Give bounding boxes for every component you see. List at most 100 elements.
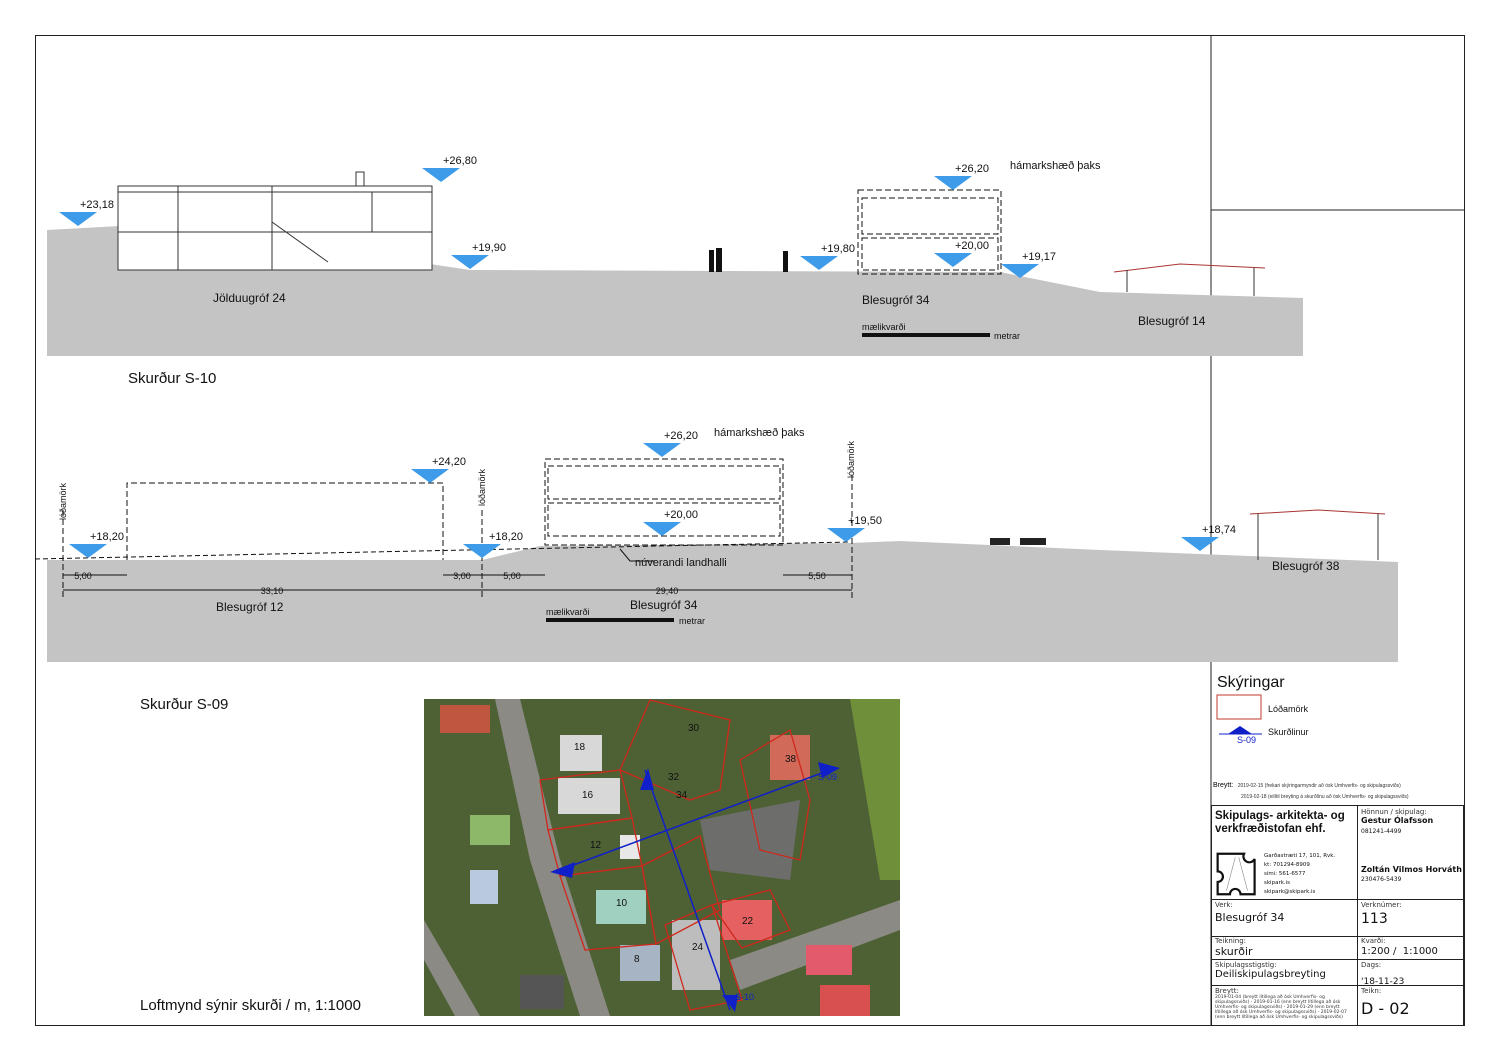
level-marker-icon: [422, 168, 460, 182]
email: skipark@skipark.is: [1264, 889, 1316, 895]
designers-box: Hönnun / skipulag: Gestur Ólafsson 08124…: [1357, 805, 1464, 900]
lot-label: Jölduugróf 24: [213, 291, 286, 305]
level-label: +26,20: [955, 163, 989, 175]
legend-mark: S-09: [1237, 735, 1256, 745]
scale-bar: [546, 618, 674, 622]
level-marker-icon: [800, 256, 838, 270]
designer-id: 230476-5439: [1361, 876, 1402, 883]
legend: Skýringar Lóðamörk S-09 Skurðlinur: [1216, 674, 1309, 745]
roof-height-note: hámarkshæð þaks: [714, 427, 805, 439]
scale-box: Kvarði:1:200 / 1:1000: [1357, 936, 1464, 960]
section-title: Skurður S-10: [128, 370, 216, 387]
house-jolduugrof-24: [117, 171, 433, 271]
dimension-label: 5,00: [74, 571, 92, 581]
section-lines-aerial: [559, 769, 831, 1011]
level-label: +20,00: [664, 509, 698, 521]
section-mark: S-10: [735, 992, 754, 1002]
lot-number: 24: [692, 942, 704, 953]
lot-label: Blesugróf 12: [216, 600, 284, 614]
terrain-leader: [619, 548, 655, 562]
section-s10: +23,18+26,80+19,90+19,80+26,20+20,00+19,…: [47, 155, 1303, 387]
boundary-label: lóðamörk: [58, 482, 68, 520]
kt: kt: 701294-8909: [1264, 862, 1310, 868]
revision: 2019-02-18 (eilítil breyting á skurðlínu…: [1241, 794, 1409, 800]
lot-number: 30: [688, 723, 700, 734]
firm-name: Skipulags- arkitekta- og verkfræðistofan…: [1215, 810, 1345, 835]
dimension-label: 33,10: [261, 586, 284, 596]
phone: sími: 561-6577: [1264, 871, 1306, 877]
lot-number: 12: [590, 840, 602, 851]
dimension-label: 29,40: [656, 586, 679, 596]
level-marker-icon: [411, 469, 449, 483]
drawing-box: Teikning:skurðir: [1211, 936, 1358, 960]
address: Garðastræti 17, 101, Rvk.: [1264, 853, 1336, 859]
section-s09: +18,20+24,20+18,20+26,20+20,00+19,50+18,…: [34, 427, 1398, 713]
level-label: +23,18: [80, 199, 114, 211]
lot-label: Blesugróf 34: [630, 598, 698, 612]
scale-bar-unit: metrar: [679, 616, 705, 626]
level-marker-icon: [1181, 537, 1219, 551]
level-marker-icon: [643, 522, 681, 536]
lot-label: Blesugróf 14: [1138, 314, 1206, 328]
level-marker-icon: [934, 176, 972, 190]
section-arrow-icon: [1228, 726, 1252, 734]
scale-bar: [862, 333, 990, 337]
level-label: +26,80: [443, 155, 477, 167]
scale-bar-unit: metrar: [994, 331, 1020, 341]
sheet-frame: [35, 35, 1465, 1026]
roof-height-note: hámarkshæð þaks: [1010, 160, 1101, 172]
level-label: +19,80: [821, 243, 855, 255]
scale-value: 1:200 / 1:1000: [1361, 946, 1438, 957]
level-label: +19,90: [472, 242, 506, 254]
level-label: +19,50: [848, 515, 882, 527]
ground-s09: [47, 541, 1398, 662]
dimension-label: 5,50: [808, 571, 826, 581]
road: [495, 699, 610, 1016]
project-box: Verk:Blesugróf 34: [1211, 899, 1358, 937]
level-marker-icon: [59, 212, 97, 226]
scale-bar-label: mælikvarði: [862, 322, 906, 332]
boundary-label: lóðamörk: [846, 440, 856, 478]
terrain-note: núverandi landhalli: [635, 557, 727, 569]
level-label: +26,20: [664, 430, 698, 442]
neighbor-roof-s10: [1113, 263, 1266, 296]
project-name: Blesugróf 34: [1215, 911, 1285, 924]
sheet-number: D - 02: [1361, 999, 1410, 1018]
stage-value: Deiliskipulagsbreyting: [1215, 969, 1326, 980]
level-label: +18,74: [1202, 524, 1236, 536]
legend-label: Lóðamörk: [1268, 704, 1309, 714]
level-marker-icon: [451, 255, 489, 269]
drawing-name: skurðir: [1215, 945, 1253, 958]
lot-number: 34: [676, 790, 688, 801]
designer-name: Zoltán Vilmos Horváth: [1361, 865, 1462, 874]
aerial-caption: Loftmynd sýnir skurði / m, 1:1000: [140, 997, 361, 1014]
lot-number: 16: [582, 790, 594, 801]
dimension-lines: [63, 574, 852, 591]
level-marker-icon: [643, 443, 681, 457]
section-arrow-icon: [550, 762, 840, 1012]
website: skipark.is: [1264, 880, 1291, 886]
cars: [990, 538, 1046, 545]
date-value: '18-11-23: [1361, 977, 1405, 986]
project-number-box: Verknúmer:113: [1357, 899, 1464, 937]
stage-box: Skipulagsstigstig:Deiliskipulagsbreyting: [1211, 959, 1358, 986]
level-marker-icon: [69, 544, 107, 558]
section-mark: S-09: [818, 772, 837, 782]
firm-logo: [1216, 852, 1256, 896]
project-number: 113: [1361, 911, 1388, 927]
lot-number: 38: [785, 754, 797, 765]
boundary-label: lóðamörk: [477, 468, 487, 506]
level-label: +20,00: [955, 240, 989, 252]
label: Hönnun / skipulag:: [1361, 808, 1427, 816]
lot-number: 22: [742, 916, 754, 927]
dimension-label: 3,00: [453, 571, 471, 581]
level-marker-icon: [463, 544, 501, 558]
lot-label: Blesugróf 38: [1272, 559, 1340, 573]
level-label: +18,20: [90, 531, 124, 543]
scale-bar-label: mælikvarði: [546, 607, 590, 617]
revisions-text: 2019-01-04 (breytt lítillega að ósk Umhv…: [1215, 995, 1347, 1020]
revision-notes-top: Breytt: 2019-02-15 (frekari skýringarmyn…: [1213, 779, 1463, 800]
building-envelopes-s09: [62, 458, 853, 598]
